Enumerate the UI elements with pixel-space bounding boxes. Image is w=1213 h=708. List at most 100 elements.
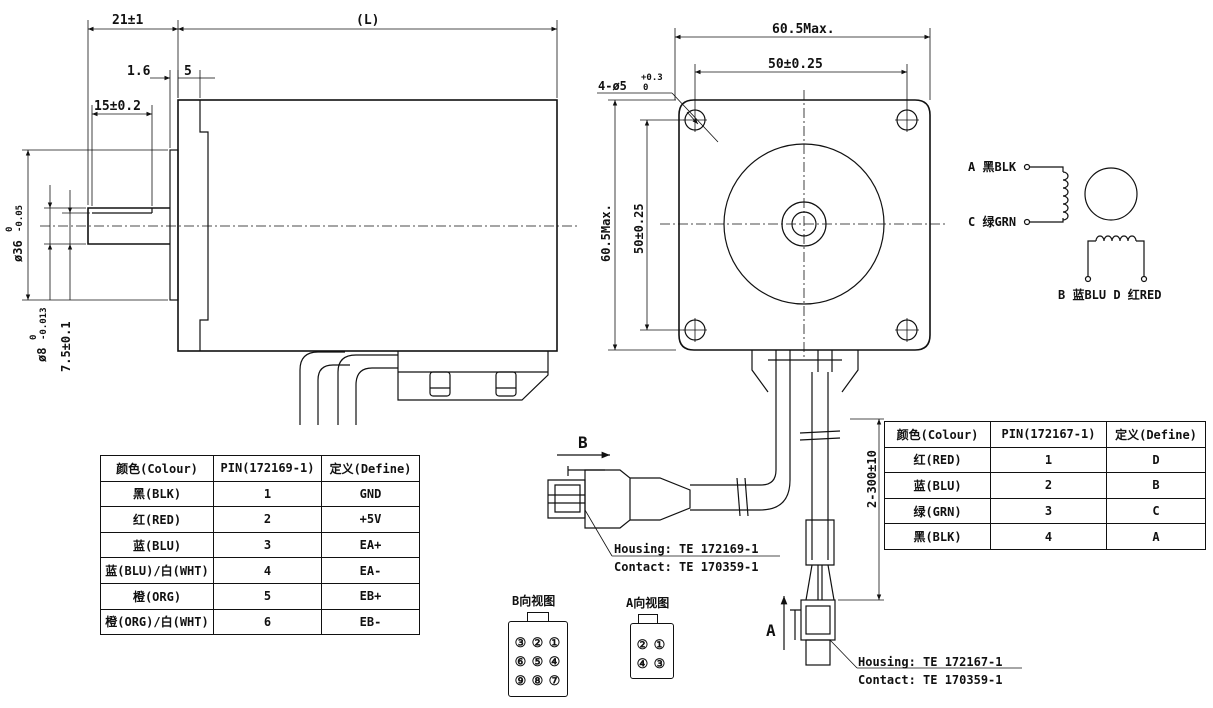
table-cell: 4 <box>213 557 322 584</box>
pin-label: ③ <box>514 636 527 651</box>
dim-pilot-tol-lower: -0.05 <box>15 205 25 232</box>
pin-label: ⑤ <box>531 655 544 670</box>
table-cell: 2 <box>990 472 1107 499</box>
table-cell: 6 <box>213 608 322 636</box>
pin-label: ⑦ <box>548 674 561 689</box>
table-cell: 1 <box>213 480 322 508</box>
table-cell: EB- <box>321 608 420 636</box>
wire-label-c: C 绿GRN <box>968 214 1016 229</box>
table-row: 红(RED)2+5V <box>100 506 420 533</box>
view-marker-b: B <box>578 433 588 452</box>
dim-shaft-diameter: ø8 <box>35 348 49 362</box>
col-pin: PIN(172169-1) <box>213 455 322 482</box>
table-cell: B <box>1106 472 1206 499</box>
table-cell: 1 <box>990 446 1107 474</box>
coil-a-c <box>1062 171 1069 221</box>
dim-frame-width: 60.5Max. <box>772 22 835 37</box>
wire-label-a: A 黑BLK <box>968 160 1017 174</box>
pin-label: ② <box>636 638 649 653</box>
connector-b-contact: Contact: TE 170359-1 <box>614 560 759 574</box>
view-a-tab <box>638 614 658 625</box>
side-view: 21±1 (L) 1.6 5 15±0.2 ø36 0 -0.05 ø8 <box>5 13 580 425</box>
view-b-connector <box>508 621 568 697</box>
table-cell: +5V <box>321 506 420 533</box>
cable-outlet <box>751 350 859 393</box>
col-pin: PIN(172167-1) <box>990 421 1107 448</box>
pin-label: ⑥ <box>514 655 527 670</box>
frame-square <box>678 99 931 351</box>
col-define: 定义(Define) <box>321 455 420 482</box>
coil-b-d <box>1095 235 1137 242</box>
table-cell: GND <box>321 480 420 508</box>
view-a-connector <box>630 623 674 679</box>
view-a-title: A向视图 <box>626 596 670 610</box>
table-header-row: 颜色(Colour) PIN(172169-1) 定义(Define) <box>100 455 420 482</box>
table-cell: EA+ <box>321 531 420 559</box>
pin-label: ① <box>653 638 666 653</box>
front-view: B A 60.5Max. 50±0.25 60.5Max. 50±0.25 <box>547 22 1022 687</box>
dim-mount-holes: 4-ø5 <box>598 79 627 93</box>
connector-a-housing: Housing: TE 172167-1 <box>858 655 1003 669</box>
table-cell: 3 <box>213 531 322 559</box>
dim-pilot-diameter: ø36 <box>11 240 25 262</box>
table-cell: 4 <box>990 523 1107 550</box>
table-cell: 2 <box>213 506 322 533</box>
dim-shaft-tol-lower: -0.013 <box>39 307 49 340</box>
shaft <box>87 207 170 245</box>
dim-hole-spacing-vertical: 50±0.25 <box>632 203 646 254</box>
lead-cable-2 <box>337 354 398 425</box>
table-cell: 绿(GRN) <box>884 497 991 525</box>
connector-b-drawing <box>547 466 691 529</box>
dim-frame-height: 60.5Max. <box>599 204 613 262</box>
rotor-symbol <box>1084 167 1138 221</box>
view-b-pins: ③ ② ① ⑥ ⑤ ④ ⑨ ⑧ ⑦ <box>512 636 564 690</box>
table-cell: 3 <box>990 497 1107 525</box>
dim-flat-length: 15±0.2 <box>94 99 141 114</box>
table-cell: EA- <box>321 557 420 584</box>
dim-mount-holes-tol-upper: +0.3 <box>641 73 663 83</box>
table-cell: 蓝(BLU) <box>100 531 214 559</box>
dim-shaft-tol-upper: 0 <box>29 335 39 340</box>
wiring-schematic: A 黑BLK C 绿GRN B 蓝BLU D 红RED <box>968 160 1161 302</box>
dim-flat-depth: 7.5±0.1 <box>59 321 73 372</box>
connector-b-housing: Housing: TE 172169-1 <box>614 542 759 556</box>
pin-label: ⑧ <box>531 674 544 689</box>
col-colour: 颜色(Colour) <box>884 421 991 448</box>
col-define: 定义(Define) <box>1106 421 1206 448</box>
view-marker-a: A <box>766 621 776 640</box>
table-cell: 红(RED) <box>100 506 214 533</box>
table-cell: 5 <box>213 582 322 610</box>
table-cell: D <box>1106 446 1206 474</box>
pin-table-encoder: 颜色(Colour) PIN(172169-1) 定义(Define) 黑(BL… <box>100 455 420 636</box>
table-cell: 黑(BLK) <box>884 523 991 550</box>
col-colour: 颜色(Colour) <box>100 455 214 482</box>
table-header-row: 颜色(Colour) PIN(172167-1) 定义(Define) <box>884 421 1206 448</box>
pilot <box>169 149 179 301</box>
cable-to-connector-b <box>690 372 791 511</box>
view-a-pins: ② ① ④ ③ <box>634 638 670 673</box>
pin-label: ① <box>548 636 561 651</box>
flange-step <box>199 100 209 351</box>
pin-label: ② <box>531 636 544 651</box>
dim-shaft-length: 21±1 <box>112 13 143 28</box>
table-cell: 黑(BLK) <box>100 480 214 508</box>
dim-mount-holes-tol-lower: 0 <box>643 83 648 93</box>
motor-body <box>177 99 558 352</box>
connector-a-contact: Contact: TE 170359-1 <box>858 673 1003 687</box>
wire-label-bd: B 蓝BLU D 红RED <box>1058 287 1161 302</box>
table-cell: 红(RED) <box>884 446 991 474</box>
pin-label: ⑨ <box>514 674 527 689</box>
table-cell: EB+ <box>321 582 420 610</box>
table-cell: 橙(ORG) <box>100 582 214 610</box>
table-cell: 蓝(BLU) <box>884 472 991 499</box>
view-b-title: B向视图 <box>512 594 556 608</box>
connector-a-drawing <box>790 599 836 666</box>
lead-cable-1 <box>299 351 350 425</box>
